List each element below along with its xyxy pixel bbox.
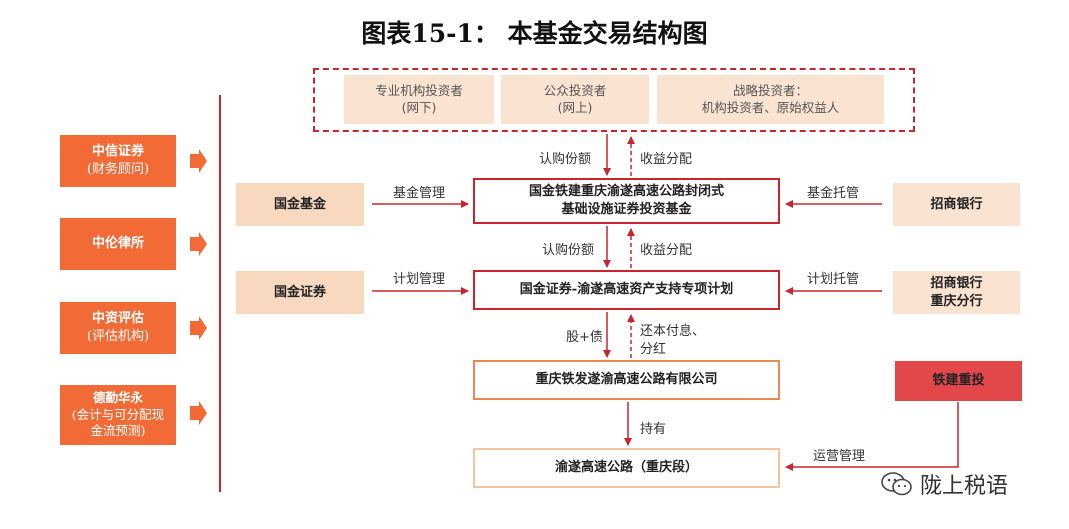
advisor-zhonglun: 中伦律所 bbox=[60, 218, 176, 270]
investor-public: 公众投资者 (网上) bbox=[501, 75, 649, 124]
fund-manager-label: 国金基金 bbox=[273, 196, 326, 212]
fund-management-label: 基金管理 bbox=[393, 186, 446, 201]
operator-label: 铁建重投 bbox=[932, 373, 985, 389]
subscribe-label-2: 认购份额 bbox=[542, 243, 595, 258]
plan-custodian-box: 招商银行 重庆分行 bbox=[893, 271, 1020, 314]
advisor-deloitte: 德勤华永 (会计与可分配现金流预测) bbox=[60, 385, 176, 445]
income-label-2: 收益分配 bbox=[640, 243, 693, 258]
repay-label-line1: 还本付息、 bbox=[640, 324, 706, 339]
wechat-icon bbox=[881, 472, 912, 496]
custodian-box: 招商银行 bbox=[893, 183, 1020, 226]
advisor-deloitte-name: 德勤华永 bbox=[92, 389, 143, 405]
diagram-title: 图表15-1： 本基金交易结构图 bbox=[361, 19, 708, 48]
investor-strategic-line1: 战略投资者： bbox=[732, 82, 808, 98]
operation-management-arrow bbox=[785, 402, 959, 471]
investor-group bbox=[313, 68, 915, 132]
custodian-label: 招商银行 bbox=[930, 196, 983, 212]
watermark-text: 陇上税语 bbox=[920, 474, 1009, 499]
income-label-1: 收益分配 bbox=[640, 152, 693, 167]
project-company-box: 重庆铁发遂渝高速公路有限公司 bbox=[473, 360, 780, 400]
advisor-zhongzi-role: (评估机构) bbox=[86, 329, 150, 344]
plan-custodian-line1: 招商银行 bbox=[930, 275, 983, 291]
investor-professional-line1: 专业机构投资者 bbox=[375, 82, 463, 98]
project-company-label: 重庆铁发遂渝高速公路有限公司 bbox=[535, 372, 718, 388]
asset-label: 渝遂高速公路（重庆段） bbox=[554, 460, 698, 476]
plan-manager-box: 国金证券 bbox=[236, 271, 364, 314]
investor-professional-line2: (网下) bbox=[401, 99, 437, 115]
asset-box: 渝遂高速公路（重庆段） bbox=[473, 448, 780, 488]
operation-management-label: 运营管理 bbox=[813, 449, 866, 464]
advisor-citic: 中信证券 (财务顾问) bbox=[60, 135, 176, 187]
plan-custodian-line2: 重庆分行 bbox=[930, 293, 983, 309]
fund-manager-box: 国金基金 bbox=[236, 183, 364, 226]
advisor-arrow-icon bbox=[190, 316, 207, 340]
advisor-arrow-icon bbox=[190, 401, 207, 425]
advisor-citic-role: (财务顾问) bbox=[86, 162, 150, 177]
investor-public-line2: (网上) bbox=[557, 99, 593, 115]
fund-line2: 基础设施证券投资基金 bbox=[561, 202, 692, 217]
operator-box: 铁建重投 bbox=[895, 361, 1022, 401]
watermark: 陇上税语 bbox=[880, 468, 1008, 500]
plan-manager-label: 国金证券 bbox=[273, 284, 326, 300]
equity-debt-label: 股+债 bbox=[566, 330, 603, 345]
advisor-zhongzi-name: 中资评估 bbox=[91, 311, 144, 327]
investor-strategic-line2: 机构投资者、原始权益人 bbox=[701, 99, 840, 115]
advisor-deloitte-role: (会计与可分配现金流预测) bbox=[71, 406, 165, 439]
advisor-arrow-icon bbox=[190, 149, 207, 173]
abs-plan-label: 国金证券-渝遂高速资产支持专项计划 bbox=[519, 282, 734, 298]
subscribe-label-1: 认购份额 bbox=[539, 152, 592, 167]
plan-management-label: 计划管理 bbox=[393, 272, 446, 287]
repay-label-line2: 分红 bbox=[640, 342, 667, 357]
abs-plan-box: 国金证券-渝遂高速资产支持专项计划 bbox=[473, 270, 780, 310]
advisor-arrow-icon bbox=[190, 232, 207, 256]
fund-line1: 国金铁建重庆渝遂高速公路封闭式 bbox=[528, 184, 724, 200]
advisor-zhonglun-name: 中伦律所 bbox=[91, 236, 144, 252]
investor-public-line1: 公众投资者 bbox=[543, 82, 607, 98]
fund-box: 国金铁建重庆渝遂高速公路封闭式 基础设施证券投资基金 bbox=[473, 178, 780, 224]
hold-label: 持有 bbox=[640, 422, 667, 437]
plan-custody-label: 计划托管 bbox=[807, 272, 860, 287]
investor-professional: 专业机构投资者 (网下) bbox=[344, 75, 494, 124]
investor-strategic: 战略投资者： 机构投资者、原始权益人 bbox=[657, 75, 884, 124]
advisor-zhongzi: 中资评估 (评估机构) bbox=[60, 302, 176, 354]
advisor-citic-name: 中信证券 bbox=[91, 144, 144, 160]
fund-custody-label: 基金托管 bbox=[807, 186, 860, 201]
